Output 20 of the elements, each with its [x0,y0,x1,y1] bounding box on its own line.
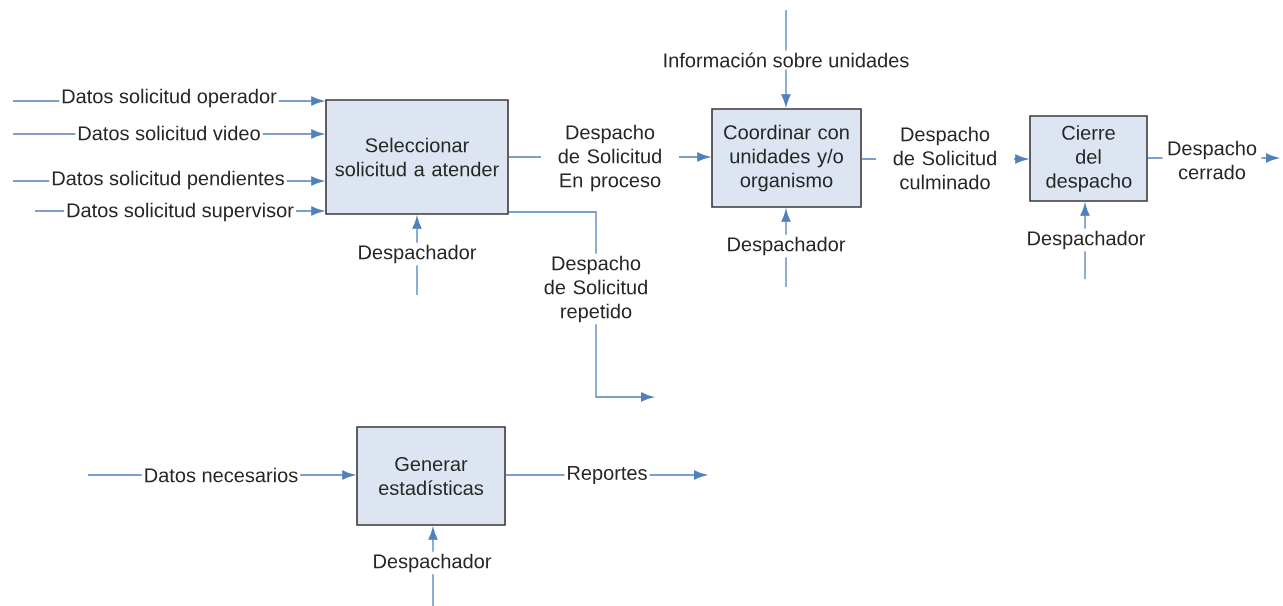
process-box: Seleccionar solicitud a atender [325,99,509,215]
process-box: Generar estadísticas [356,426,506,526]
edge-label: Despacho de Solicitud En proceso [541,122,679,194]
edge-label: Despacho de Solicitud repetido [527,253,665,325]
process-box: Cierre del despacho [1029,115,1148,202]
edge-label: Reportes [564,464,650,486]
arrow [781,9,791,107]
edge-label: Información sobre unidades [660,50,912,70]
edge-label: Datos solicitud supervisor [64,200,296,224]
edge-label: Datos necesarios [141,465,301,485]
process-box: Coordinar con unidades y/o organismo [711,108,862,208]
edge-label: Despachador [724,234,848,258]
edge-label: Despachador [1024,228,1148,252]
edge-label: Datos solicitud pendientes [49,168,287,192]
edge-label: Despacho de Solicitud culminado [876,124,1014,192]
edge-label: Despachador [370,551,494,575]
edge-label: Despacho cerrado [1162,138,1262,182]
edge-label: Datos solicitud video [75,123,263,143]
edge-label: Despachador [355,242,479,266]
edge-label: Datos solicitud operador [59,86,279,110]
